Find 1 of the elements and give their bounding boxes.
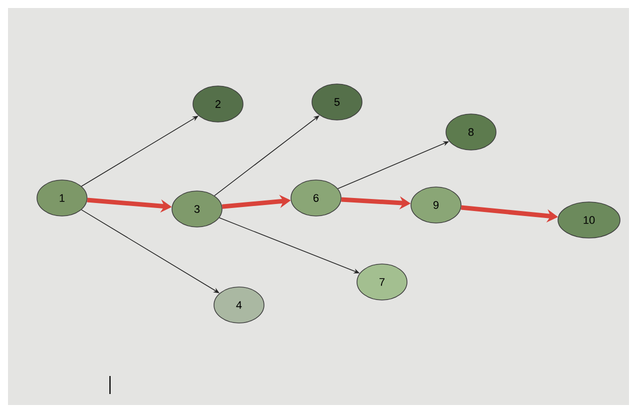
- arrow: [81, 209, 220, 294]
